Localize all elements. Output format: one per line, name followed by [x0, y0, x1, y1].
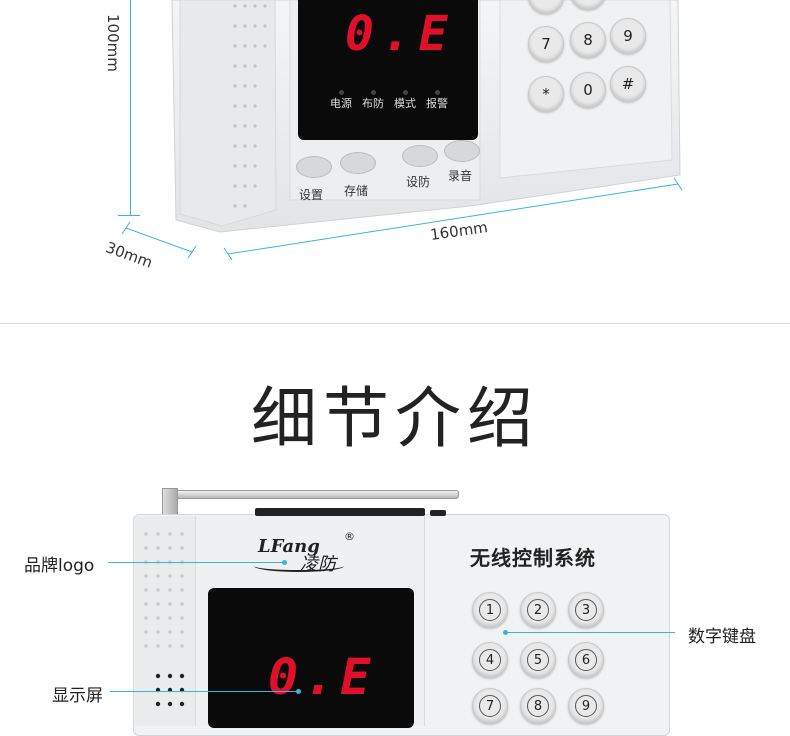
- indicator-label: 模式: [394, 97, 416, 110]
- callout-screen-line: [110, 691, 298, 692]
- key-2[interactable]: 2: [520, 592, 556, 628]
- top-button-label: 设防: [406, 175, 431, 189]
- callout-screen-label: 显示屏: [52, 686, 103, 706]
- callout-logo-dot: [282, 560, 287, 565]
- top-speaker-grille: [233, 4, 267, 208]
- top-button-record[interactable]: [444, 140, 480, 162]
- key-5[interactable]: 5: [520, 642, 556, 678]
- callout-keypad-label: 数字键盘: [688, 627, 756, 647]
- key-7[interactable]: 7: [472, 688, 508, 724]
- top-key-0[interactable]: 0: [570, 72, 606, 108]
- indicator-label: 报警: [426, 97, 448, 110]
- top-display-panel: [298, 0, 478, 140]
- top-key-8[interactable]: 8: [570, 22, 606, 58]
- detail-led-digits: 0.E: [268, 648, 377, 706]
- top-button-label: 录音: [448, 169, 473, 183]
- registered-mark-icon: ®: [344, 530, 355, 543]
- device-title: 无线控制系统: [470, 546, 596, 570]
- key-9[interactable]: 9: [568, 688, 604, 724]
- top-led-digits: 0.E: [345, 6, 456, 62]
- top-key-9[interactable]: 9: [610, 18, 646, 54]
- top-key-7[interactable]: 7: [528, 26, 564, 62]
- dimension-depth-line: [121, 222, 197, 259]
- key-1[interactable]: 1: [472, 592, 508, 628]
- section-title: 细节介绍: [251, 380, 539, 457]
- detail-display-panel: [208, 588, 414, 728]
- logo-swoosh: [254, 560, 344, 572]
- callout-logo-label: 品牌logo: [24, 556, 95, 576]
- top-control-knob[interactable]: [430, 510, 446, 516]
- top-button-store[interactable]: [340, 152, 376, 174]
- top-button-set[interactable]: [296, 156, 332, 178]
- top-button-arm[interactable]: [402, 145, 438, 167]
- section-divider: [0, 323, 790, 324]
- callout-screen-dot: [296, 689, 301, 694]
- indicator-label: 电源: [330, 97, 352, 110]
- top-key-hash[interactable]: #: [610, 66, 646, 102]
- key-8[interactable]: 8: [520, 688, 556, 724]
- top-button-label: 设置: [299, 188, 324, 202]
- indicator-label: 布防: [362, 97, 384, 110]
- dimension-height-line: [130, 0, 131, 216]
- brand-mark: LFang: [258, 536, 320, 557]
- dimension-width-line: [223, 177, 683, 260]
- key-4[interactable]: 4: [472, 642, 508, 678]
- antenna-base: [162, 488, 178, 516]
- key-3[interactable]: 3: [568, 592, 604, 628]
- callout-logo-line: [108, 562, 284, 563]
- antenna: [165, 490, 459, 499]
- top-indicator-row: 电源 布防 模式 报警: [330, 90, 470, 111]
- detail-speaker-grille: [144, 532, 185, 707]
- brand-logo: LFang 凌防 ®: [248, 530, 358, 575]
- top-button-label: 存储: [344, 184, 369, 198]
- top-key-star[interactable]: *: [528, 76, 564, 112]
- key-6[interactable]: 6: [568, 642, 604, 678]
- dimension-height-label: 100mm: [104, 14, 122, 72]
- callout-keypad-line: [507, 632, 675, 633]
- dimension-height-cap: [118, 215, 140, 216]
- top-control-strip: [255, 508, 425, 516]
- callout-keypad-dot: [503, 630, 508, 635]
